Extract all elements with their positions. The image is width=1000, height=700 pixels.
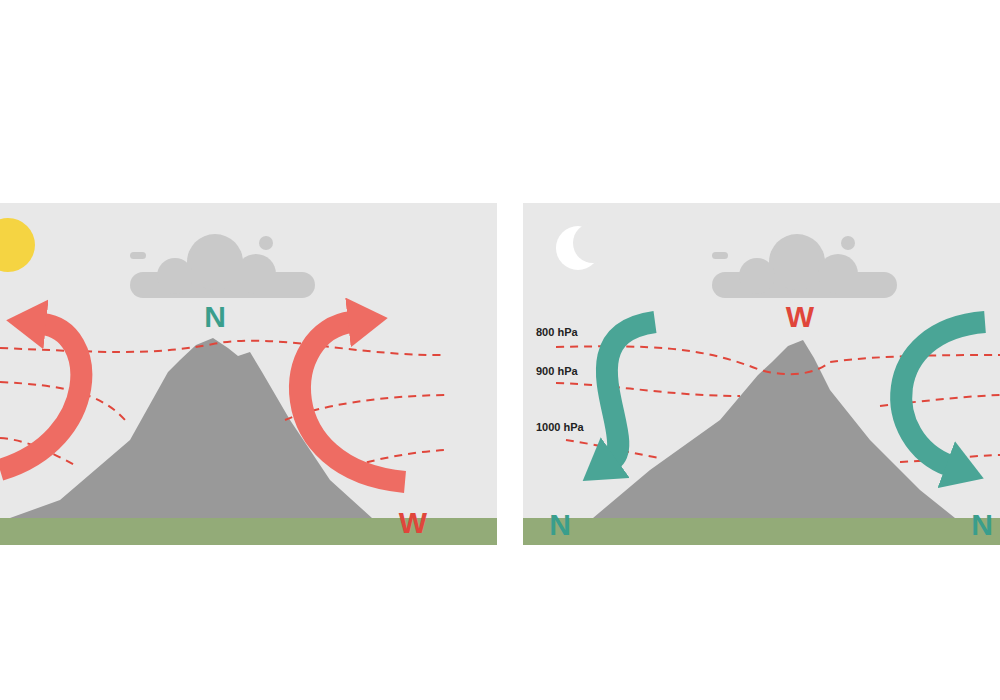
circulation-arrow xyxy=(0,322,405,482)
ground xyxy=(523,518,1000,545)
high-pressure-marker: W xyxy=(786,302,814,332)
day-panel xyxy=(0,203,497,545)
pressure-level-label: 1000 hPa xyxy=(536,422,584,433)
pressure-level-label: 800 hPa xyxy=(536,327,578,338)
circulation-arrow xyxy=(607,322,985,466)
low-pressure-marker: N xyxy=(204,302,226,332)
sun xyxy=(0,218,35,272)
cloud xyxy=(712,234,897,298)
low-pressure-marker: N xyxy=(549,510,571,540)
high-pressure-marker: W xyxy=(399,508,427,538)
cloud xyxy=(130,234,315,298)
low-pressure-marker: N xyxy=(971,510,993,540)
moon xyxy=(556,223,613,270)
night-panel xyxy=(523,203,1000,545)
pressure-level-label: 900 hPa xyxy=(536,366,578,377)
